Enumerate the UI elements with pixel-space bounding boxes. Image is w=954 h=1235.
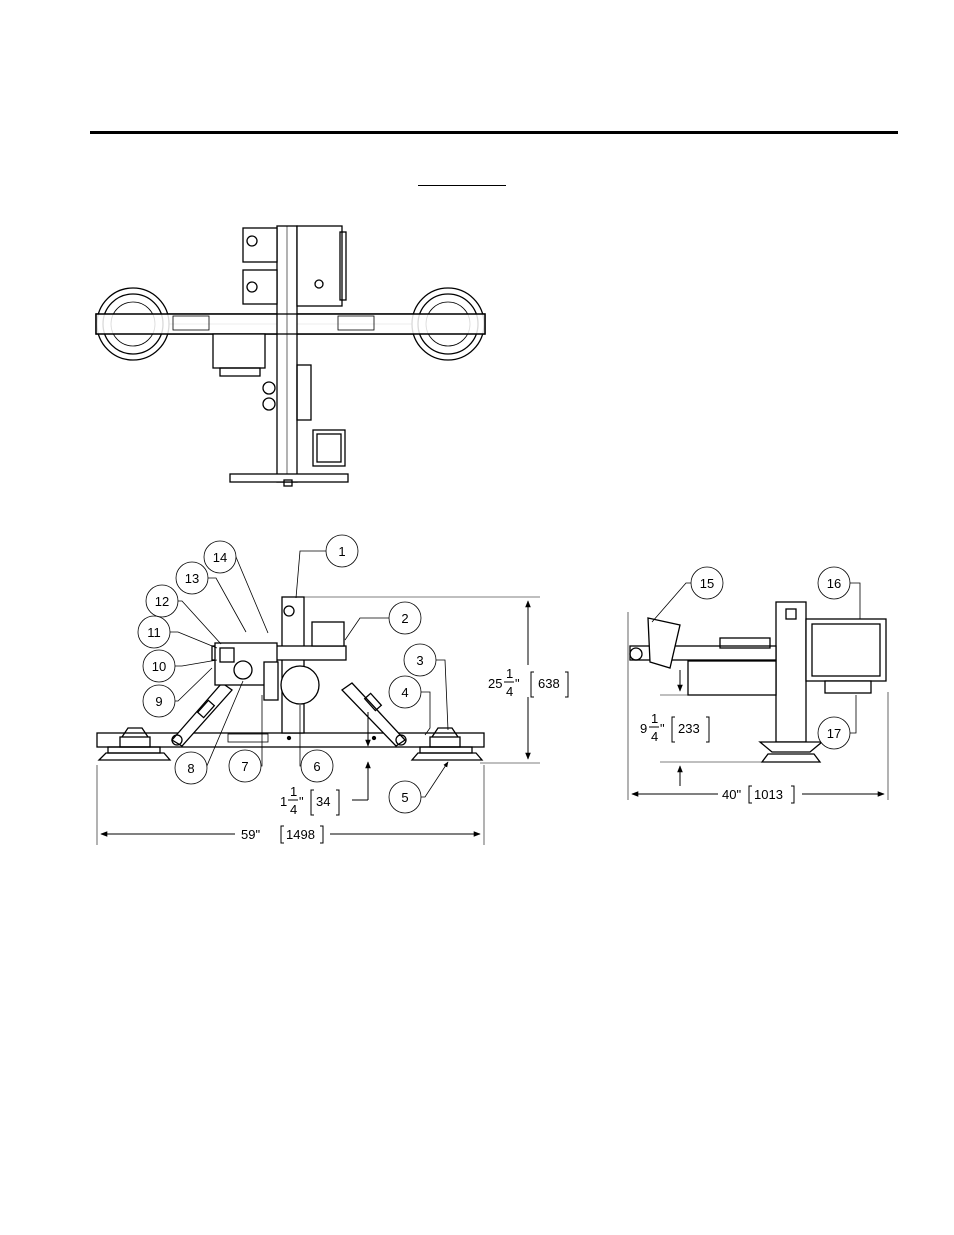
- svg-text:8: 8: [187, 761, 194, 776]
- callout-8: 8: [175, 752, 207, 784]
- callout-16: 16: [818, 567, 850, 599]
- svg-text:10: 10: [152, 659, 166, 674]
- callout-3: 3: [404, 644, 436, 676]
- dim-side-height-unit: ": [660, 721, 665, 736]
- svg-text:9: 9: [155, 694, 162, 709]
- svg-text:3: 3: [416, 653, 423, 668]
- dim-side-width-metric: 1013: [754, 787, 783, 802]
- svg-text:7: 7: [241, 759, 248, 774]
- dim-width-overall: 59" 1498: [241, 826, 323, 843]
- callout-5: 5: [389, 781, 421, 813]
- callout-2: 2: [389, 602, 421, 634]
- dim-width-imperial: 59": [241, 827, 260, 842]
- svg-text:13: 13: [185, 571, 199, 586]
- callout-14: 14: [204, 541, 236, 573]
- callout-17: 17: [818, 717, 850, 749]
- dim-side-height-whole: 9: [640, 721, 647, 736]
- top-view: [96, 226, 485, 486]
- dim-side-width-imperial: 40": [722, 787, 741, 802]
- callout-11: 11: [138, 616, 170, 648]
- dim-height-unit: ": [515, 676, 520, 691]
- dim-height-num: 1: [506, 666, 513, 681]
- dimension-lines: [97, 597, 888, 845]
- dim-suction-gap: 1 1 4 " 34: [280, 784, 339, 817]
- svg-text:17: 17: [827, 726, 841, 741]
- callout-10: 10: [143, 650, 175, 682]
- svg-text:5: 5: [401, 790, 408, 805]
- dim-gap-metric: 34: [316, 794, 330, 809]
- dim-height-metric: 638: [538, 676, 560, 691]
- dim-side-height-metric: 233: [678, 721, 700, 736]
- svg-text:14: 14: [213, 550, 227, 565]
- dim-height-whole: 25: [488, 676, 502, 691]
- dim-side-height: 9 1 4 " 233: [640, 711, 709, 744]
- dim-gap-den: 4: [290, 802, 297, 817]
- svg-text:12: 12: [155, 594, 169, 609]
- dim-gap-unit: ": [299, 794, 304, 809]
- dim-side-height-den: 4: [651, 729, 658, 744]
- dim-side-width: 40" 1013: [722, 786, 794, 803]
- dim-height-den: 4: [506, 684, 513, 699]
- dim-height-overall: 25 1 4 " 638: [488, 666, 568, 699]
- callout-6: 6: [301, 750, 333, 782]
- dim-gap-whole: 1: [280, 794, 287, 809]
- dim-side-height-num: 1: [651, 711, 658, 726]
- callout-7: 7: [229, 750, 261, 782]
- callout-1: 1: [326, 535, 358, 567]
- svg-text:1: 1: [338, 544, 345, 559]
- callout-9: 9: [143, 685, 175, 717]
- svg-text:2: 2: [401, 611, 408, 626]
- dim-gap-num: 1: [290, 784, 297, 799]
- svg-text:6: 6: [313, 759, 320, 774]
- callout-15: 15: [691, 567, 723, 599]
- svg-text:4: 4: [401, 685, 408, 700]
- svg-text:16: 16: [827, 576, 841, 591]
- callout-4: 4: [389, 676, 421, 708]
- dim-width-metric: 1498: [286, 827, 315, 842]
- callout-12: 12: [146, 585, 178, 617]
- svg-text:15: 15: [700, 576, 714, 591]
- callout-13: 13: [176, 562, 208, 594]
- svg-text:11: 11: [147, 625, 161, 640]
